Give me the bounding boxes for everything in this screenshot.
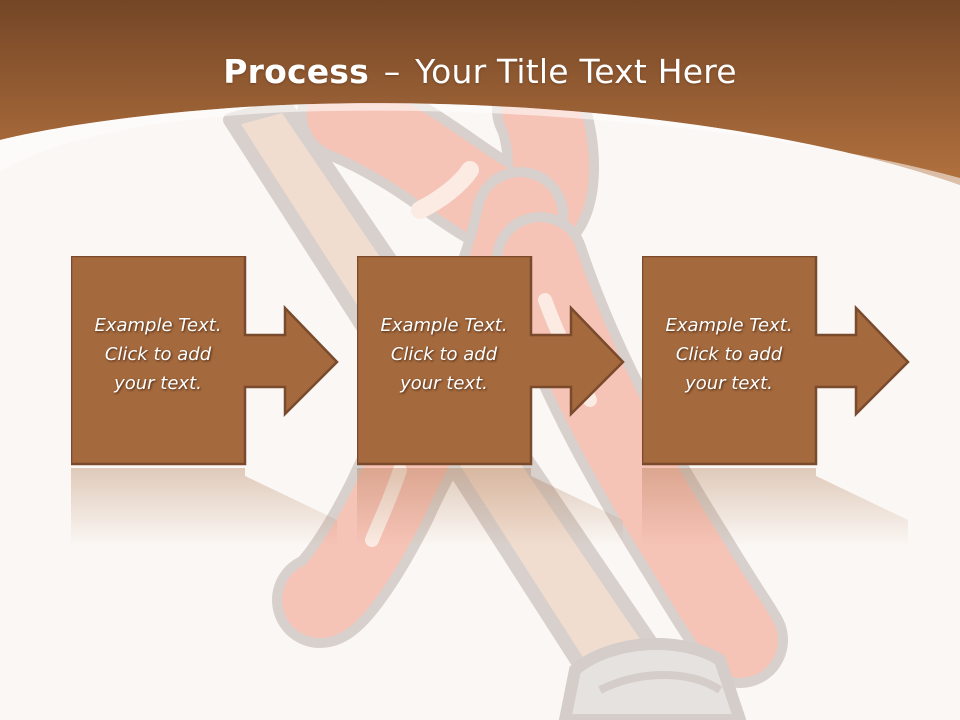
title-separator: – (383, 52, 401, 91)
process-step-3[interactable]: Example Text. Click to add your text. (642, 256, 912, 546)
step-1-shape (71, 256, 339, 546)
slide-title[interactable]: Process – Your Title Text Here (0, 52, 960, 91)
step-3-line-3: your text. (685, 373, 773, 394)
step-3-line-2: Click to add (675, 344, 783, 365)
step-2-shape (357, 256, 625, 546)
title-main-text: Your Title Text Here (415, 52, 737, 91)
step-2-reflection (357, 468, 623, 546)
step-1-reflection (71, 468, 337, 546)
step-3-line-1: Example Text. (665, 315, 793, 336)
step-2-text: Example Text. Click to add your text. (357, 311, 531, 398)
step-1-text: Example Text. Click to add your text. (71, 311, 245, 398)
title-bold-text: Process (223, 52, 369, 91)
step-3-shape (642, 256, 910, 546)
step-1-line-2: Click to add (104, 344, 212, 365)
step-2-line-2: Click to add (390, 344, 498, 365)
step-3-text: Example Text. Click to add your text. (642, 311, 816, 398)
header-band (0, 0, 960, 185)
process-step-2[interactable]: Example Text. Click to add your text. (357, 256, 627, 546)
step-1-line-1: Example Text. (94, 315, 222, 336)
step-3-reflection (642, 468, 908, 546)
step-1-line-3: your text. (114, 373, 202, 394)
step-2-line-1: Example Text. (380, 315, 508, 336)
step-2-line-3: your text. (400, 373, 488, 394)
process-step-1[interactable]: Example Text. Click to add your text. (71, 256, 341, 546)
